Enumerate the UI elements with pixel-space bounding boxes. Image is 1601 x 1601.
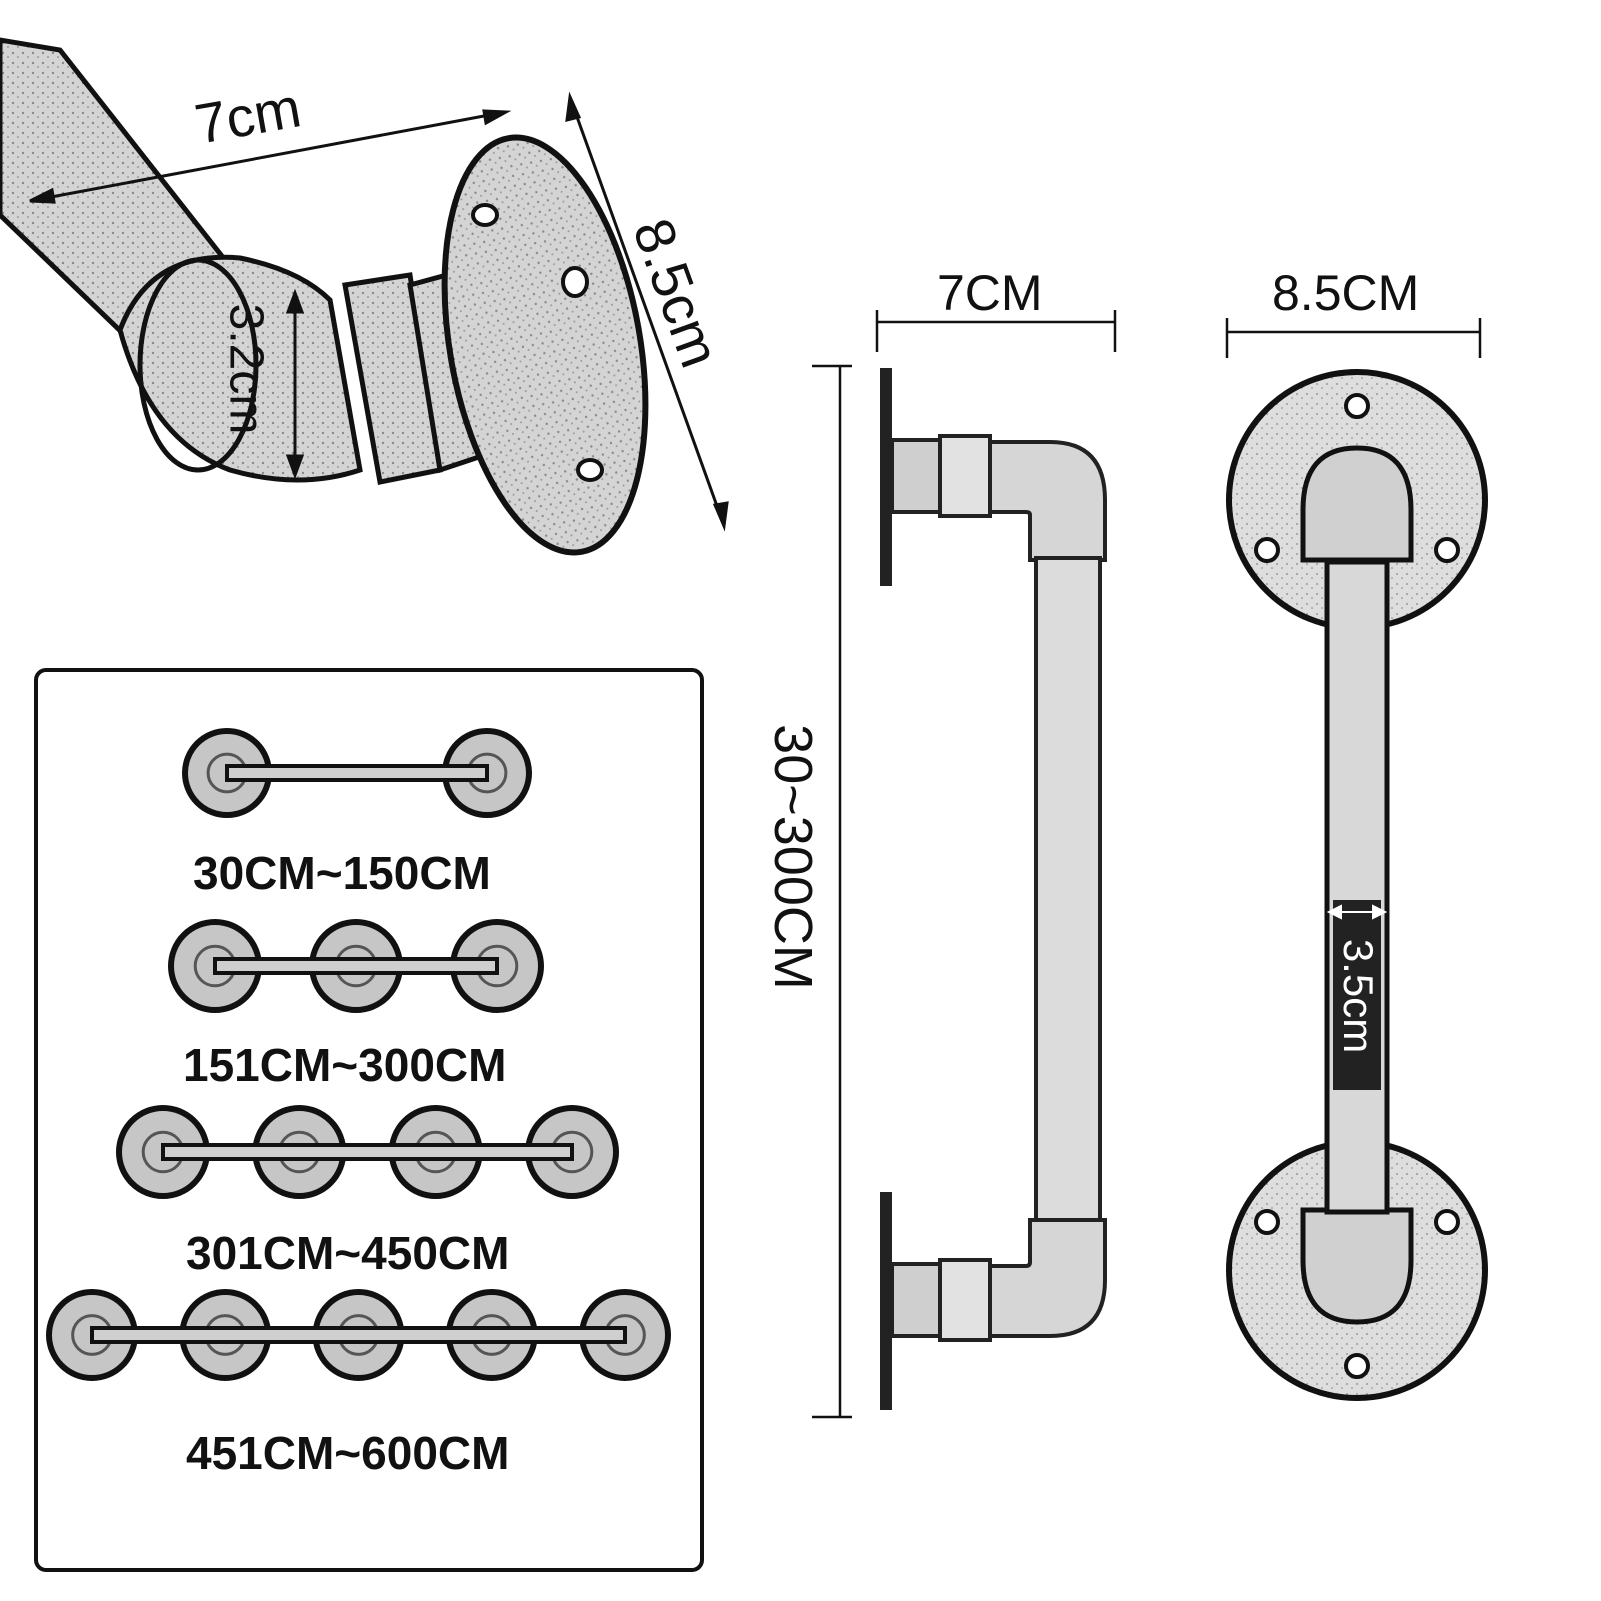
top-arm [890,434,1107,562]
option-bar [90,1326,627,1344]
front-top-flange [1226,369,1488,631]
flange-plate [441,134,649,556]
length-dimension-arrow [29,109,512,204]
pipe-label-bg [1333,900,1381,1090]
length-options-panel [34,668,704,1572]
front-grab-bar-pipe [1324,559,1390,1215]
side-depth-label: 7CM [937,265,1043,321]
length-options-drawing [46,728,671,1381]
flange-dimension-arrow [565,91,729,532]
option-label-1: 30CM~150CM [193,847,491,899]
option-label-3: 301CM~450CM [186,1227,510,1279]
front-flange-label: 8.5CM [1272,265,1420,321]
side-length-label: 30~300CM [762,724,823,990]
grab-bar-pipe [1034,556,1102,1224]
front-pipe-label: 3.5cm [1335,938,1383,1054]
side-depth-dimension [875,310,1117,352]
top-wall-flange [880,368,892,586]
detail-pipe-label: 3.2cm [219,303,273,435]
front-view-drawing [1225,318,1488,1401]
front-flange-dimension [1225,318,1482,358]
option-1-diagram [182,728,532,818]
side-view-drawing [812,310,1117,1419]
bottom-arm [890,1218,1107,1342]
option-3-diagram [116,1105,619,1199]
side-length-dimension [812,364,852,1419]
option-bar [161,1143,574,1161]
option-label-4: 451CM~600CM [186,1427,510,1479]
pipe-diameter-arrow [285,288,305,480]
bottom-wall-flange [880,1192,892,1410]
option-2-diagram [168,919,544,1013]
option-bar [225,764,489,782]
option-4-diagram [46,1289,671,1381]
pipe-detail-drawing [0,37,729,556]
option-bar [213,957,499,975]
front-bottom-flange [1226,1139,1488,1401]
pipe-diameter-marker [1326,904,1388,920]
option-label-2: 151CM~300CM [183,1039,507,1091]
